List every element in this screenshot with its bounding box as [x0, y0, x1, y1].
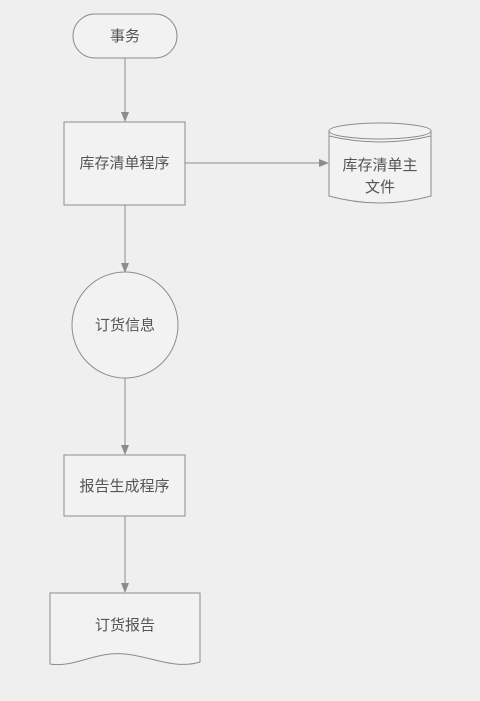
inventory-master-file-label-line2: 文件 [365, 178, 395, 196]
transaction-terminator[interactable]: 事务 [72, 13, 178, 59]
report-program-label: 报告生成程序 [79, 477, 169, 495]
inventory-master-file-label-line1: 库存清单主 [342, 156, 417, 174]
transaction-label: 事务 [110, 27, 140, 45]
report-program-process[interactable]: 报告生成程序 [63, 454, 186, 517]
inventory-program-process[interactable]: 库存清单程序 [63, 121, 186, 206]
order-info-label: 订货信息 [95, 316, 155, 334]
order-report-document[interactable]: 订货报告 [49, 592, 201, 666]
inventory-master-file-database[interactable]: 库存清单主 文件 [328, 122, 432, 204]
order-report-label: 订货报告 [95, 616, 155, 634]
inventory-program-label: 库存清单程序 [79, 154, 169, 172]
order-info-circle[interactable]: 订货信息 [71, 271, 179, 379]
